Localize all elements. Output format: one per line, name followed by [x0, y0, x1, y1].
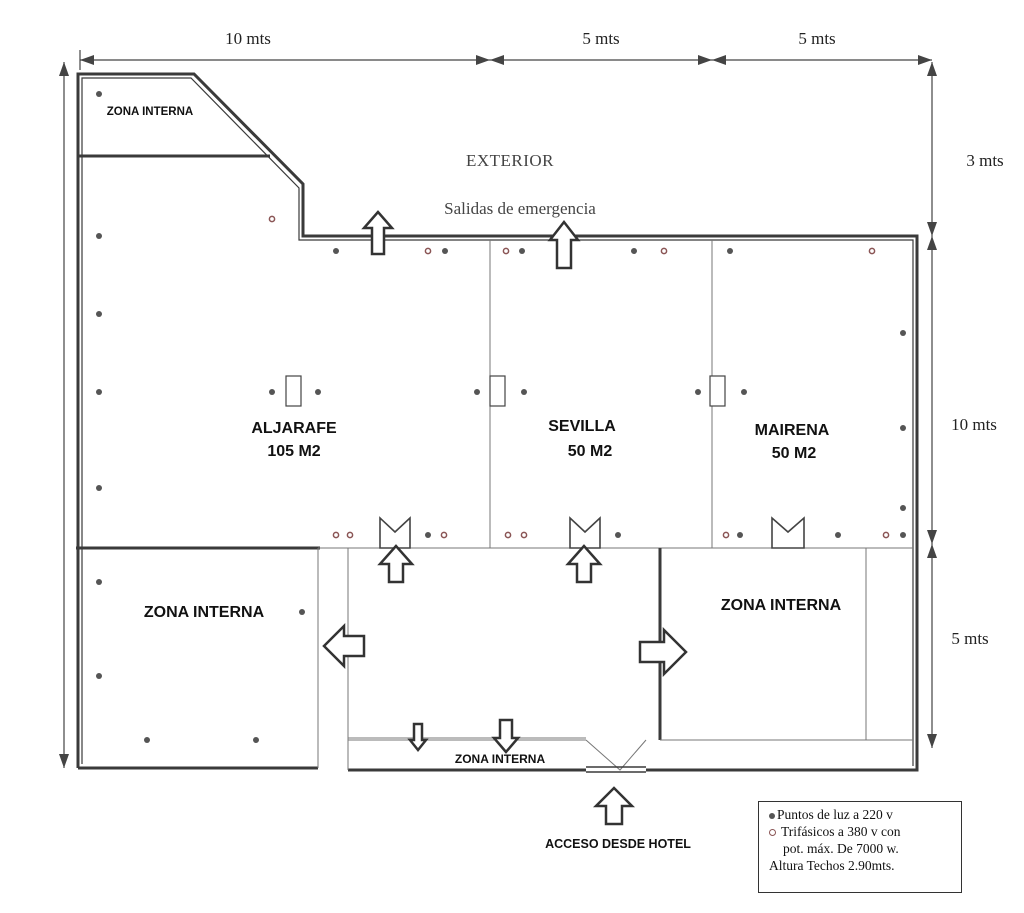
zone-label-top-left: ZONA INTERNA	[107, 106, 193, 118]
room-area-mairena: 50 M2	[772, 445, 817, 462]
zone-label-bottom-left: ZONA INTERNA	[144, 604, 265, 621]
emergency-exits-label: Salidas de emergencia	[444, 199, 596, 218]
light-points	[96, 91, 906, 743]
entry-arrow-aljarafe	[377, 544, 415, 584]
light-point-icon	[769, 812, 775, 819]
legend-row-power: pot. máx. De 7000 w.	[769, 840, 955, 857]
legend-row-three-phase: Trifásicos a 380 v con	[769, 823, 955, 840]
arrow-down-2	[491, 718, 521, 754]
room-name-mairena: MAIRENA	[755, 422, 830, 439]
dim-right-bottom: 5 mts	[951, 629, 988, 648]
dim-right-top: 3 mts	[966, 151, 1003, 170]
arrow-left-zone	[322, 622, 366, 670]
access-arrow	[592, 786, 636, 826]
outer-walls	[76, 72, 919, 772]
right-dimension-line	[927, 62, 937, 748]
zone-label-bottom-right: ZONA INTERNA	[721, 597, 842, 614]
dim-right-middle: 10 mts	[951, 415, 997, 434]
legend-three-phase-text: Trifásicos a 380 v con	[781, 824, 901, 839]
top-dimension-line	[79, 50, 932, 70]
inner-walls	[76, 154, 913, 770]
door-main-entrance	[585, 739, 647, 773]
arrow-right-zone	[638, 626, 688, 678]
legend-box: Puntos de luz a 220 v Trifásicos a 380 v…	[758, 801, 962, 893]
legend-row-light: Puntos de luz a 220 v	[769, 806, 955, 823]
legend-power-text: pot. máx. De 7000 w.	[783, 841, 899, 856]
room-area-sevilla: 50 M2	[568, 443, 613, 460]
dim-top-left: 10 mts	[225, 29, 271, 48]
emergency-exit-arrow-1	[361, 210, 395, 256]
arrow-down-1	[407, 722, 429, 753]
entry-arrow-sevilla	[565, 544, 603, 584]
column-mairena	[709, 375, 726, 407]
three-phase-points	[268, 215, 890, 539]
column-sevilla	[489, 375, 506, 407]
legend-ceiling-text: Altura Techos 2.90mts.	[769, 858, 895, 873]
zone-label-bottom-center: ZONA INTERNA	[455, 752, 546, 766]
legend-row-ceiling: Altura Techos 2.90mts.	[769, 857, 955, 874]
emergency-exit-arrow-2	[547, 219, 581, 270]
three-phase-icon	[769, 829, 776, 837]
exterior-label: EXTERIOR	[466, 151, 554, 170]
dim-top-middle: 5 mts	[582, 29, 619, 48]
dim-top-right: 5 mts	[798, 29, 835, 48]
access-label: ACCESO DESDE HOTEL	[545, 837, 691, 851]
left-dimension-line	[59, 62, 69, 768]
door-mairena	[771, 516, 805, 549]
door-sevilla	[569, 516, 601, 549]
room-name-aljarafe: ALJARAFE	[251, 420, 337, 437]
column-aljarafe	[285, 375, 302, 407]
room-name-sevilla: SEVILLA	[548, 418, 616, 435]
room-area-aljarafe: 105 M2	[267, 443, 320, 460]
door-aljarafe	[379, 516, 411, 549]
legend-light-text: Puntos de luz a 220 v	[777, 807, 893, 822]
